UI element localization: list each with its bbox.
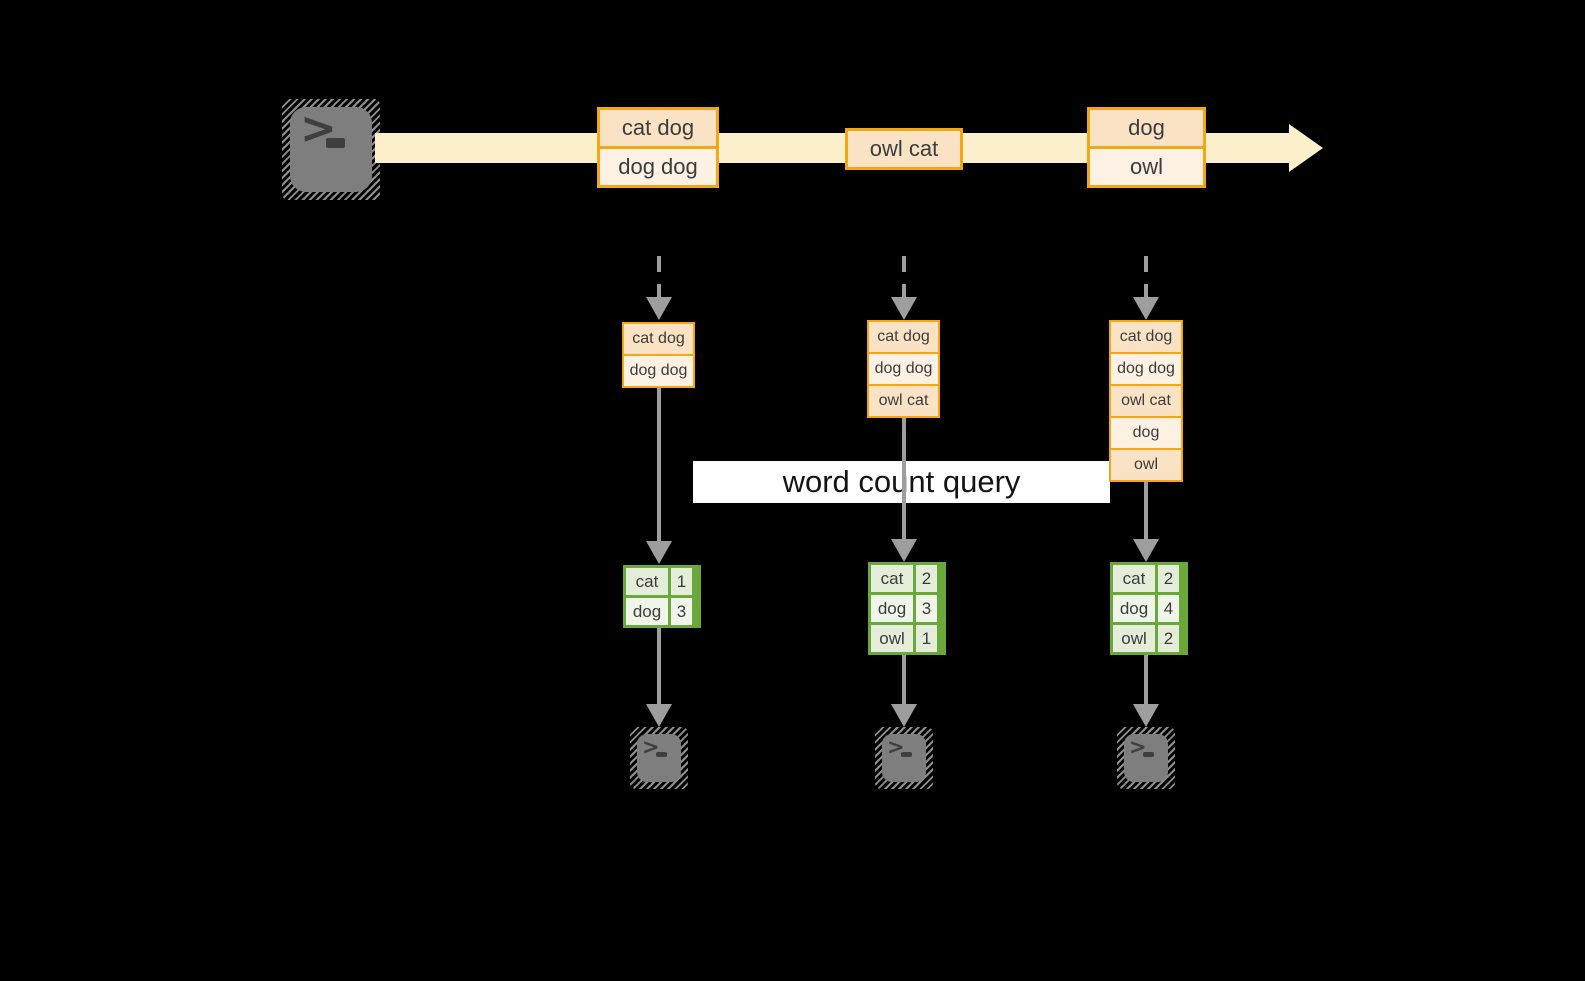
count-cell: 3 <box>671 598 692 625</box>
table-row: dog 3 <box>871 595 943 622</box>
count-cell: 2 <box>1158 565 1179 592</box>
record-buffer: cat dog dog dog owl cat dog owl <box>1109 320 1183 482</box>
prompt-underscore-icon <box>326 138 345 148</box>
count-cell: 4 <box>1158 595 1179 622</box>
buffer-row: dog <box>1111 418 1181 448</box>
stream-record: dog owl <box>1087 107 1206 188</box>
word-cell: cat <box>1113 565 1155 592</box>
query-label-text: word count query <box>782 464 1021 499</box>
table-row: owl 2 <box>1113 625 1185 652</box>
word-cell: dog <box>626 598 668 625</box>
terminal-body: > <box>290 103 372 192</box>
prompt-chevron-icon: > <box>1129 735 1147 759</box>
flow-arrow-head-icon <box>646 541 672 564</box>
table-row: dog 4 <box>1113 595 1185 622</box>
flow-arrow <box>1144 655 1148 704</box>
buffer-row: cat dog <box>869 322 938 352</box>
prompt-underscore-icon <box>1143 752 1154 757</box>
ingest-arrow <box>657 256 661 298</box>
buffer-row: owl cat <box>869 386 938 416</box>
buffer-row: dog dog <box>1111 354 1181 384</box>
word-cell: cat <box>871 565 913 592</box>
word-cell: dog <box>1113 595 1155 622</box>
count-cell: 1 <box>671 568 692 595</box>
stream-arrow-head-icon <box>1289 124 1323 172</box>
count-cell: 2 <box>1158 625 1179 652</box>
word-count-table: cat 2 dog 3 owl 1 <box>868 562 946 655</box>
ingest-arrow-head-icon <box>646 297 672 320</box>
buffer-row: owl cat <box>1111 386 1181 416</box>
record-buffer: cat dog dog dog owl cat <box>867 320 940 418</box>
stream-record-row: cat dog <box>600 110 716 146</box>
word-count-table: cat 2 dog 4 owl 2 <box>1110 562 1188 655</box>
flow-arrow-head-icon <box>891 539 917 562</box>
sink-terminal-icon: > <box>630 727 688 789</box>
prompt-underscore-icon <box>656 752 667 757</box>
query-label: word count query <box>693 461 1110 503</box>
table-row: dog 3 <box>626 598 698 625</box>
record-buffer: cat dog dog dog <box>622 322 695 388</box>
prompt-chevron-icon: > <box>887 735 905 759</box>
table-row: cat 1 <box>626 568 698 595</box>
prompt-chevron-icon: > <box>642 735 660 759</box>
stream-record-row: dog dog <box>600 149 716 185</box>
buffer-row: dog dog <box>869 354 938 384</box>
flow-arrow <box>657 388 661 542</box>
stream-record: cat dog dog dog <box>597 107 719 188</box>
word-cell: owl <box>871 625 913 652</box>
ingest-arrow-head-icon <box>1133 297 1159 320</box>
flow-arrow-head-icon <box>1133 539 1159 562</box>
table-row: owl 1 <box>871 625 943 652</box>
table-row: cat 2 <box>871 565 943 592</box>
word-count-table: cat 1 dog 3 <box>623 565 701 628</box>
buffer-row: cat dog <box>624 324 693 354</box>
source-terminal-icon: > <box>282 99 380 200</box>
ingest-arrow-head-icon <box>891 297 917 320</box>
flow-arrow <box>902 655 906 704</box>
word-cell: owl <box>1113 625 1155 652</box>
stream-record-row: owl cat <box>848 131 960 167</box>
ingest-arrow <box>1144 256 1148 298</box>
count-cell: 1 <box>916 625 937 652</box>
flow-arrow <box>1144 482 1148 540</box>
sink-terminal-icon: > <box>1117 727 1175 789</box>
terminal-body: > <box>637 734 681 782</box>
flow-arrow-head-icon <box>646 704 672 727</box>
flow-arrow-head-icon <box>891 704 917 727</box>
stream-record-row: owl <box>1090 149 1203 185</box>
buffer-row: owl <box>1111 450 1181 480</box>
terminal-body: > <box>882 734 926 782</box>
buffer-row: dog dog <box>624 356 693 386</box>
table-row: cat 2 <box>1113 565 1185 592</box>
count-cell: 2 <box>916 565 937 592</box>
stream-record-row: dog <box>1090 110 1203 146</box>
prompt-underscore-icon <box>901 752 912 757</box>
word-cell: dog <box>871 595 913 622</box>
flow-arrow <box>657 628 661 704</box>
sink-terminal-icon: > <box>875 727 933 789</box>
stream-record: owl cat <box>845 128 963 170</box>
flow-arrow <box>902 418 906 540</box>
count-cell: 3 <box>916 595 937 622</box>
word-cell: cat <box>626 568 668 595</box>
flow-arrow-head-icon <box>1133 704 1159 727</box>
ingest-arrow <box>902 256 906 298</box>
terminal-body: > <box>1124 734 1168 782</box>
buffer-row: cat dog <box>1111 322 1181 352</box>
